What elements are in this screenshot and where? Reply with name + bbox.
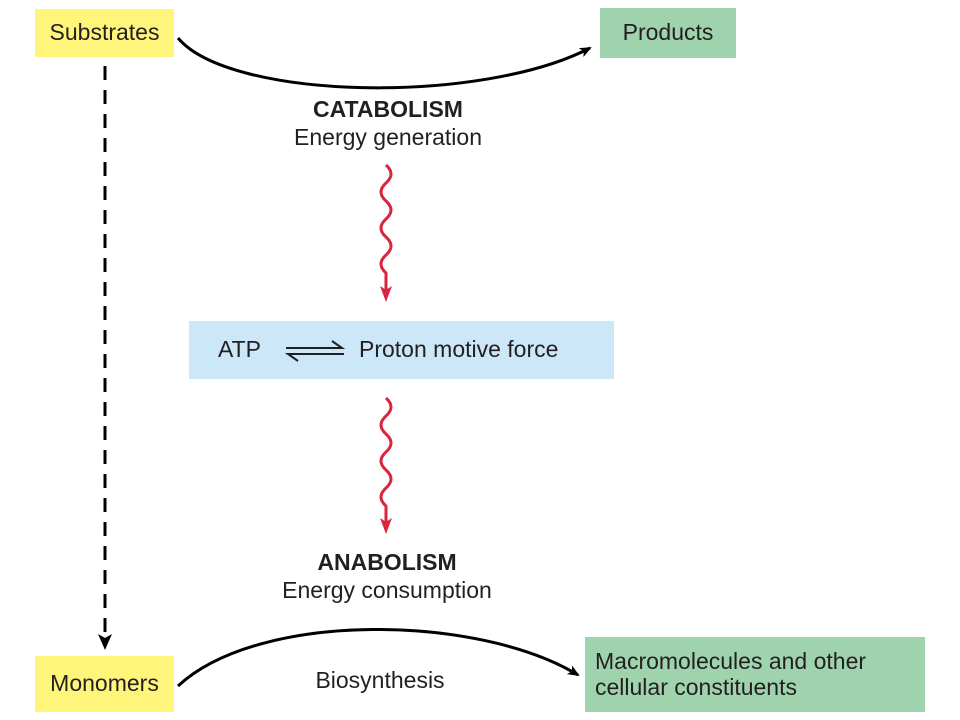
anabolism-title: ANABOLISM xyxy=(317,549,457,575)
monomers-box: Monomers xyxy=(35,656,174,712)
anabolism-label: ANABOLISM Energy consumption xyxy=(237,548,537,604)
macromolecules-label-line2: cellular constituents xyxy=(595,673,797,700)
energy-box: ATP Proton motive force xyxy=(189,321,614,379)
catabolism-title: CATABOLISM xyxy=(313,96,463,122)
catabolism-label: CATABOLISM Energy generation xyxy=(248,95,528,151)
macromolecules-box: Macromolecules and other cellular consti… xyxy=(585,637,925,712)
catabolism-arrow xyxy=(176,37,592,90)
substrates-box: Substrates xyxy=(35,9,174,57)
products-box: Products xyxy=(600,8,736,58)
energy-flow-arrowhead-bottom xyxy=(380,518,392,534)
equilibrium-arrows-icon xyxy=(284,340,346,362)
energy-flow-arrow-top xyxy=(379,163,393,298)
substrates-label: Substrates xyxy=(49,19,160,46)
energy-flow-arrowhead-top xyxy=(380,286,392,302)
monomers-label: Monomers xyxy=(50,670,159,697)
biosynthesis-label: Biosynthesis xyxy=(315,667,445,693)
atp-label: ATP xyxy=(218,336,262,362)
dashed-arrow-head xyxy=(98,634,112,650)
proton-motive-force-label: Proton motive force xyxy=(359,336,559,362)
macromolecules-label: Macromolecules and other cellular consti… xyxy=(595,647,867,701)
biosynthesis-arrow xyxy=(176,628,580,688)
catabolism-subtitle: Energy generation xyxy=(294,124,482,150)
energy-flow-arrow-bottom xyxy=(379,396,393,530)
anabolism-subtitle: Energy consumption xyxy=(282,577,492,603)
macromolecules-label-line1: Macromolecules and other xyxy=(595,647,867,674)
products-label: Products xyxy=(622,19,714,46)
